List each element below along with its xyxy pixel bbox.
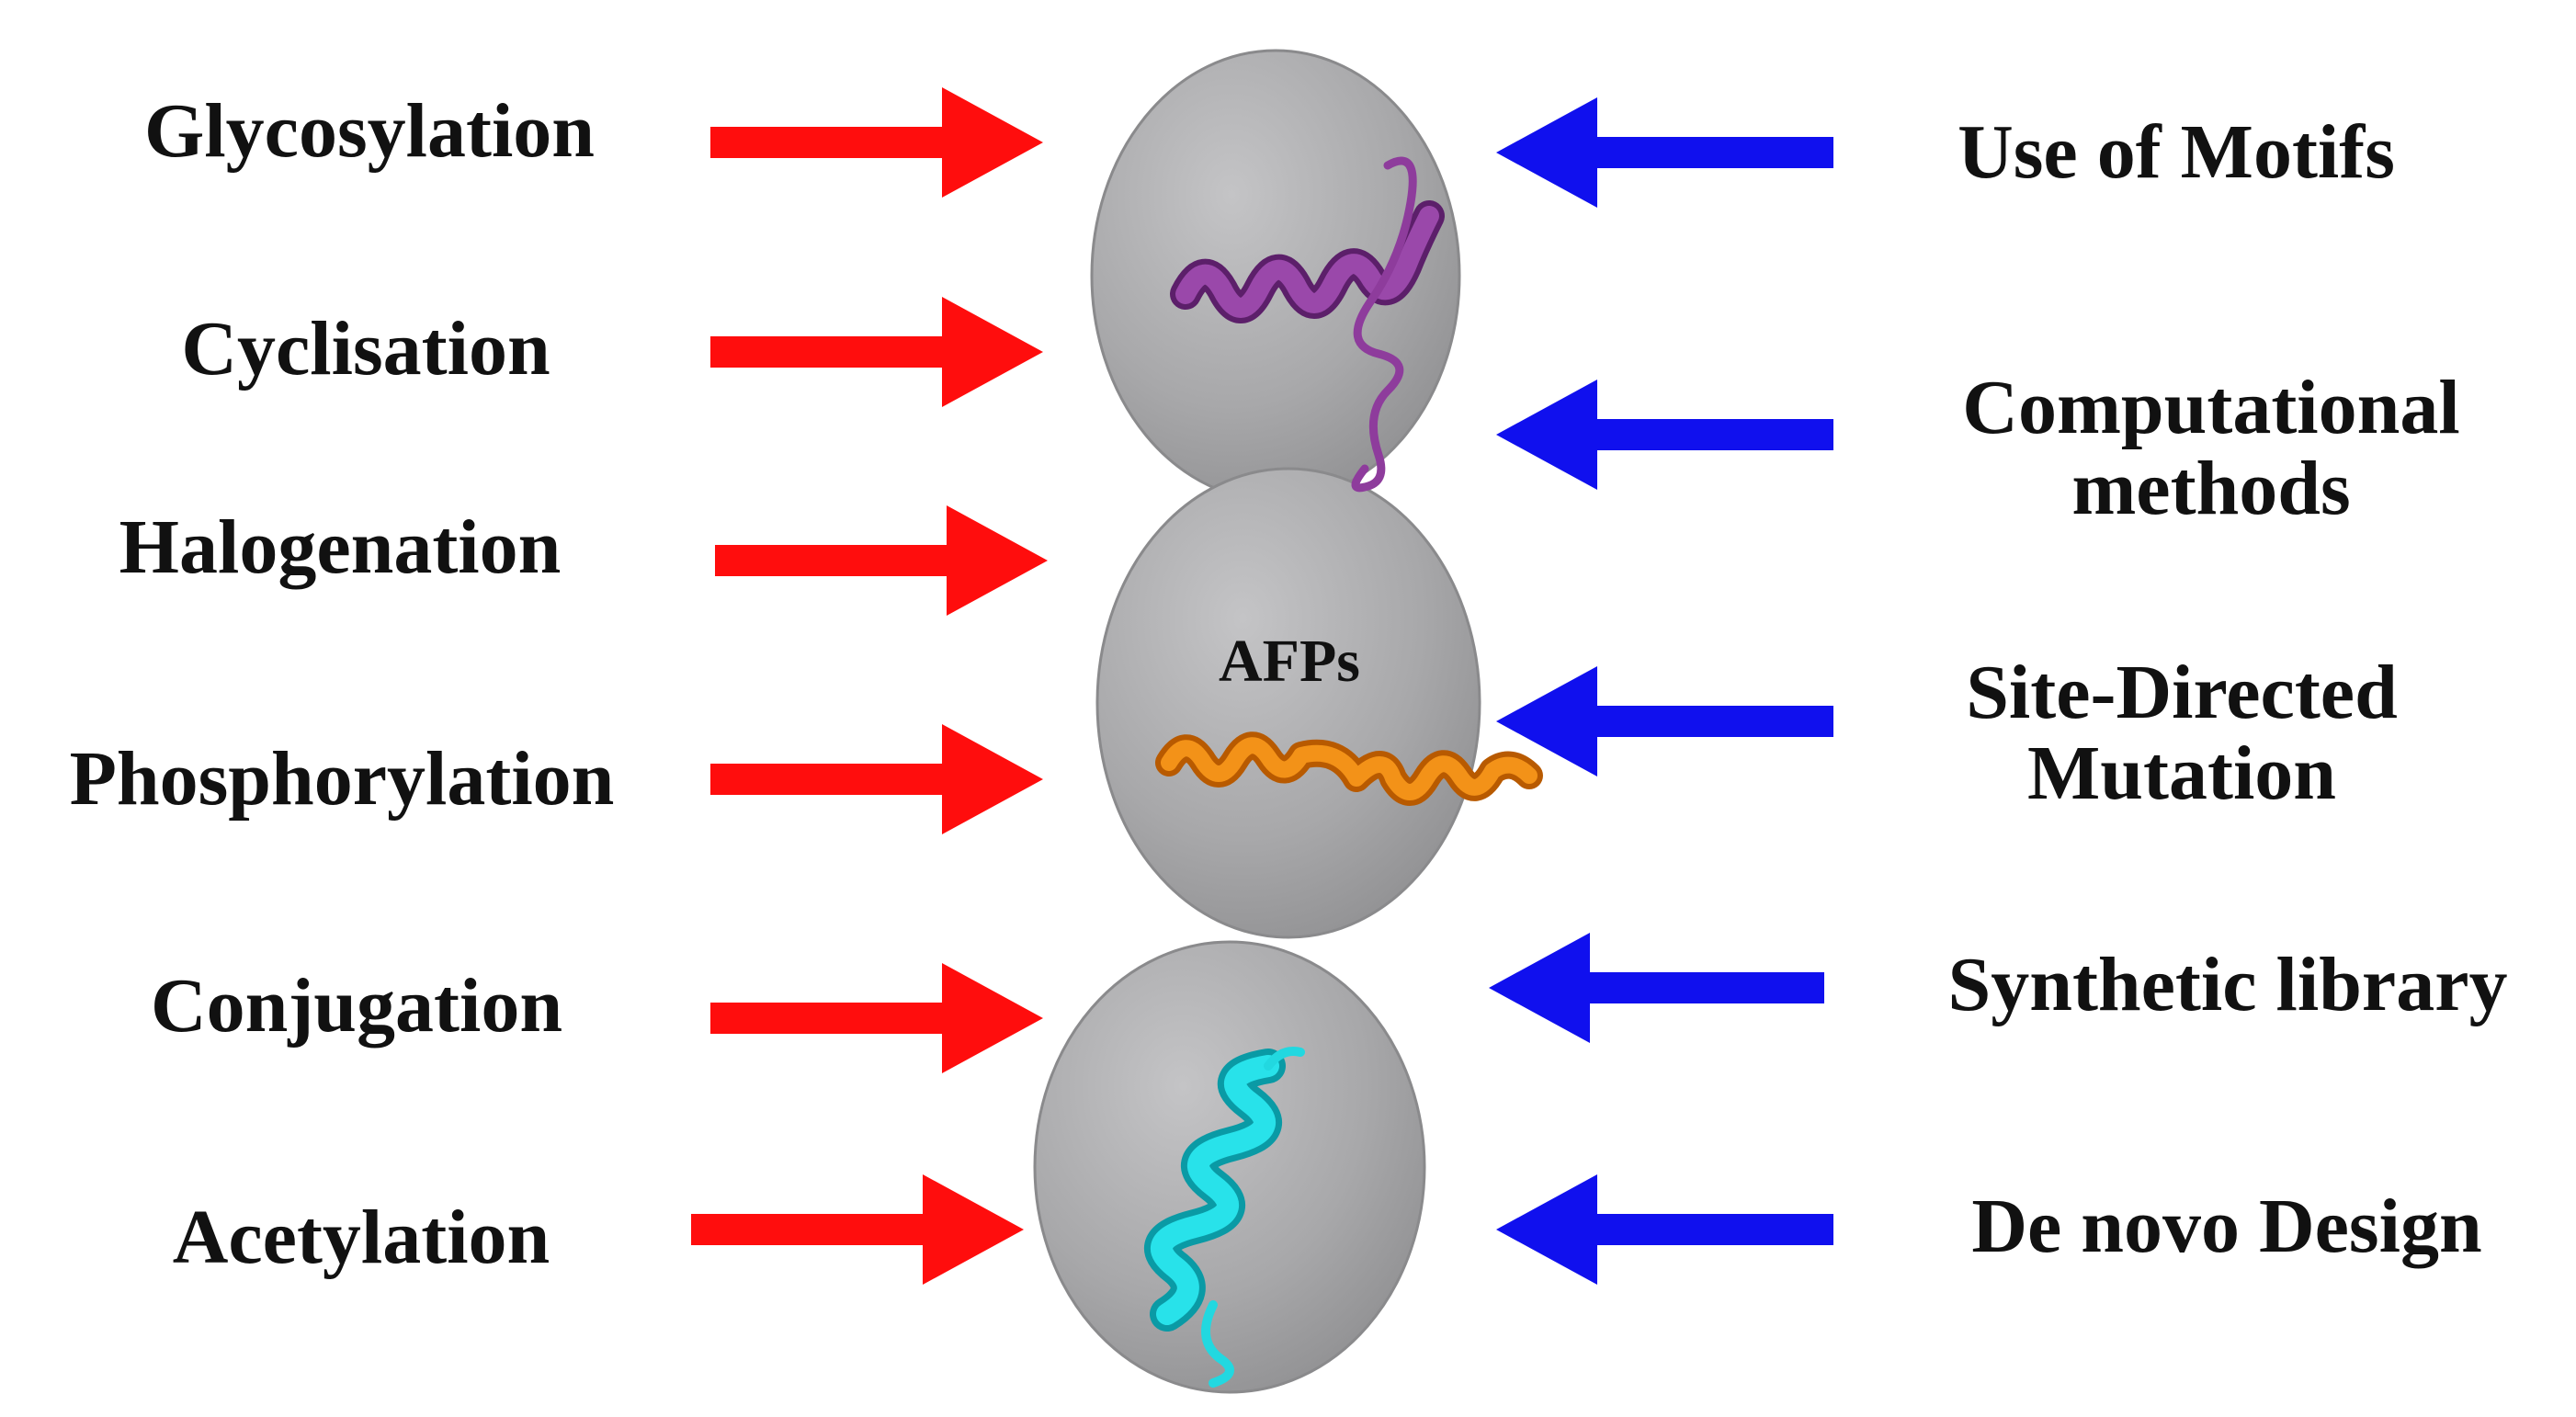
method-label-synthetic-library: Synthetic library (1947, 942, 2508, 1027)
method-label-site-directed-mutation: Site-Directed Mutation (1966, 650, 2398, 816)
red-arrow-glycosylation (710, 87, 1043, 198)
purple-helix-icon (1170, 156, 1445, 493)
cyan-helix-icon (1144, 1047, 1305, 1388)
red-arrow-cyclisation (710, 297, 1043, 407)
modification-label-halogenation: Halogenation (119, 504, 562, 590)
method-label-computational-methods: Computational methods (1962, 365, 2460, 531)
blue-arrow-computational-methods (1496, 380, 1833, 490)
modification-label-acetylation: Acetylation (172, 1195, 550, 1280)
red-arrow-halogenation (715, 505, 1048, 616)
blue-arrow-site-directed-mutation (1496, 666, 1833, 777)
method-label-de-novo-design: De novo Design (1971, 1184, 2482, 1269)
method-label-use-of-motifs: Use of Motifs (1958, 109, 2395, 195)
peptide-ellipse-bottom (1033, 940, 1426, 1394)
peptide-ellipse-middle (1095, 467, 1481, 939)
red-arrow-conjugation (710, 963, 1043, 1073)
red-arrow-phosphorylation (710, 724, 1043, 834)
blue-arrow-use-of-motifs (1496, 97, 1833, 208)
red-arrow-acetylation (691, 1174, 1024, 1285)
blue-arrow-de-novo-design (1496, 1174, 1833, 1285)
modification-label-cyclisation: Cyclisation (181, 306, 550, 391)
modification-label-conjugation: Conjugation (150, 963, 563, 1049)
modification-label-glycosylation: Glycosylation (143, 88, 596, 174)
center-label-afps: AFPs (1219, 628, 1360, 695)
modification-label-phosphorylation: Phosphorylation (69, 736, 615, 822)
orange-helix-icon (1155, 731, 1543, 806)
blue-arrow-synthetic-library (1489, 933, 1824, 1043)
